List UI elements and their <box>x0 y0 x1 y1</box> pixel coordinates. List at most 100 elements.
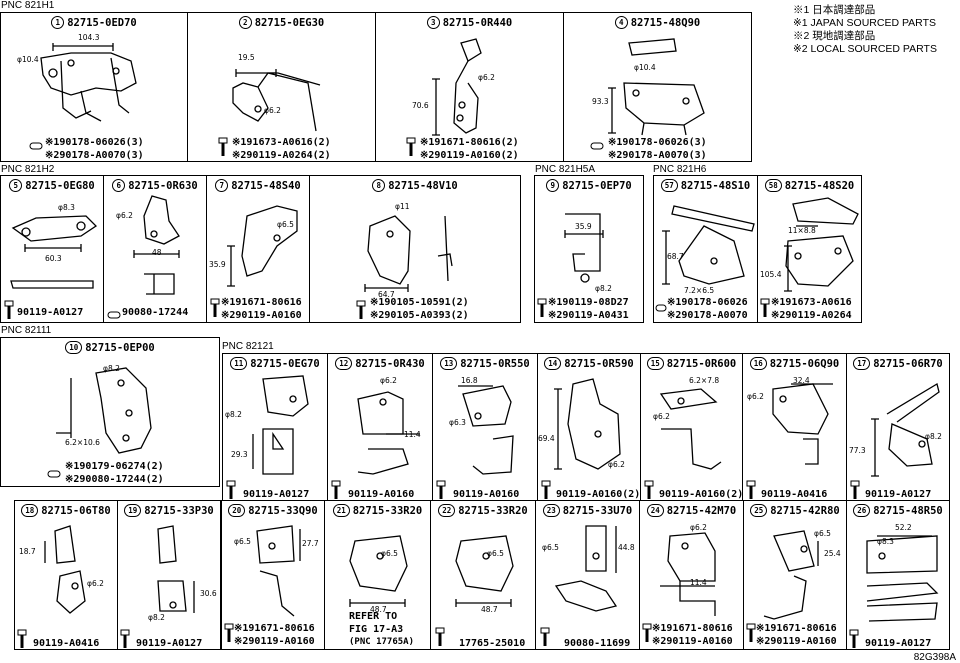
bolt-icon <box>760 298 770 317</box>
dimension-label: 68.7 <box>667 252 684 261</box>
dimension-label: φ6.5 <box>381 549 398 558</box>
bracket-drawing <box>349 535 408 607</box>
clip-icon <box>107 311 121 319</box>
bracket-drawing <box>871 382 940 477</box>
dimension-label: φ8.3 <box>58 203 75 212</box>
dimension-label: 60.3 <box>45 254 62 263</box>
dimension-label: 6.2×10.6 <box>65 438 100 447</box>
reference-line-1: REFER TO <box>349 611 398 622</box>
bracket-drawing <box>357 391 420 475</box>
dimension-label: φ8.2 <box>595 284 612 293</box>
bolt-icon <box>746 623 756 642</box>
dimension-label: φ6.5 <box>487 549 504 558</box>
note-3: ※2 現地調達部品 <box>793 30 876 42</box>
dimension-label: φ8.2 <box>225 410 242 419</box>
fastener-1: ※190178-06026 <box>667 297 748 308</box>
part-number: 82715-06T80 <box>41 505 111 517</box>
dimension-label: φ6.2 <box>747 392 764 401</box>
legend-notes: ※1 日本調達部品 ※1 JAPAN SOURCED PARTS ※2 現地調達… <box>793 4 937 56</box>
bolt-icon <box>406 137 416 156</box>
bracket-drawing <box>554 525 618 612</box>
bracket-drawing <box>252 375 309 475</box>
part-number: 82715-0EG70 <box>250 358 320 370</box>
dimension-label: φ8.2 <box>103 364 120 373</box>
fastener-2: ※290119-A0160 <box>234 636 315 647</box>
fastener-1: ※191673-A0616(2) <box>232 137 331 148</box>
fastener-1: 90119-A0160(2) <box>659 489 743 500</box>
bolt-icon <box>541 480 551 499</box>
fastener-1: 17765-25010 <box>459 638 526 649</box>
dimension-label: 64.7 <box>378 290 395 299</box>
bolt-icon <box>850 480 860 499</box>
fastener-1: 90119-A0127 <box>865 489 932 500</box>
bolt-icon <box>746 480 756 499</box>
part-number: 82715-0EP00 <box>85 342 155 354</box>
dimension-label: φ6.2 <box>478 73 495 82</box>
dimension-label: 16.8 <box>461 376 478 385</box>
part-number: 82715-0EP70 <box>562 180 632 192</box>
pnc-label-821h6: PNC 821H6 <box>653 164 707 175</box>
reference-line-3: (PNC 17765A) <box>349 637 415 647</box>
dimension-label: φ6.5 <box>542 543 559 552</box>
pnc-label-821h2: PNC 821H2 <box>1 164 55 175</box>
bolt-icon <box>849 629 859 648</box>
dimension-label: 93.3 <box>592 97 609 106</box>
bolt-icon <box>120 629 130 648</box>
bolt-icon <box>537 298 547 317</box>
part-number: 82715-33R20 <box>352 505 423 517</box>
clip-icon <box>47 470 61 478</box>
bracket-drawing <box>10 215 98 289</box>
part-number: 82715-0R430 <box>355 358 425 370</box>
fastener-1: ※190178-06026(3) <box>45 137 144 148</box>
bolt-icon <box>642 623 652 642</box>
dimension-label: φ6.2 <box>608 460 625 469</box>
dimension-label: 70.6 <box>412 101 429 110</box>
bracket-drawing <box>659 388 722 470</box>
dimension-label: φ6.3 <box>449 418 466 427</box>
fastener-1: ※191671-80616 <box>756 623 837 634</box>
bolt-icon <box>210 298 220 317</box>
bracket-drawing <box>157 525 195 613</box>
part-number: 82715-0R440 <box>442 17 513 29</box>
fastener-1: 90119-A0160(2) <box>556 489 641 500</box>
bracket-drawing <box>44 525 86 614</box>
dimension-label: φ6.2 <box>653 412 670 421</box>
part-number: 82715-06R70 <box>873 358 943 370</box>
note-4: ※2 LOCAL SOURCED PARTS <box>793 43 937 55</box>
dimension-label: φ8.3 <box>877 537 894 546</box>
